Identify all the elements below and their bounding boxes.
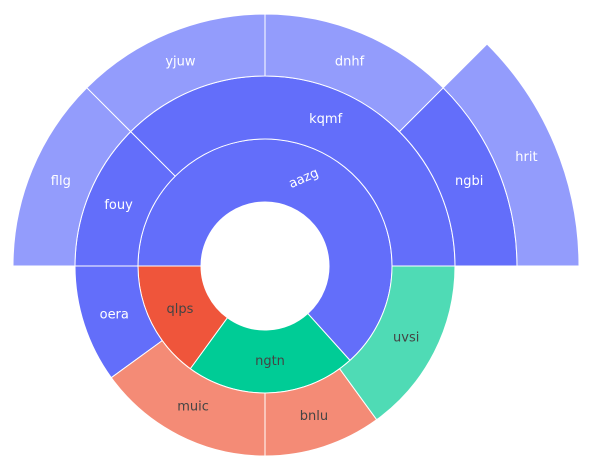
sunburst-label-bnlu: bnlu <box>300 409 328 424</box>
sunburst-label-ngtn: ngtn <box>255 354 285 369</box>
sunburst-label-muic: muic <box>177 400 209 415</box>
sunburst-segment-hrit[interactable] <box>442 43 580 267</box>
sunburst-label-ngbi: ngbi <box>455 174 483 189</box>
sunburst-label-yjuw: yjuw <box>165 54 196 69</box>
sunburst-label-oera: oera <box>100 307 129 322</box>
sunburst-label-fouy: fouy <box>104 198 133 213</box>
sunburst-segment-fllg[interactable] <box>12 87 132 267</box>
sunburst-label-fllg: fllg <box>51 174 71 189</box>
sunburst-label-dnhf: dnhf <box>335 54 365 69</box>
sunburst-label-kqmf: kqmf <box>309 112 342 127</box>
sunburst-label-qlps: qlps <box>166 302 193 317</box>
sunburst-label-uvsi: uvsi <box>393 330 419 345</box>
sunburst-label-hrit: hrit <box>515 150 537 165</box>
